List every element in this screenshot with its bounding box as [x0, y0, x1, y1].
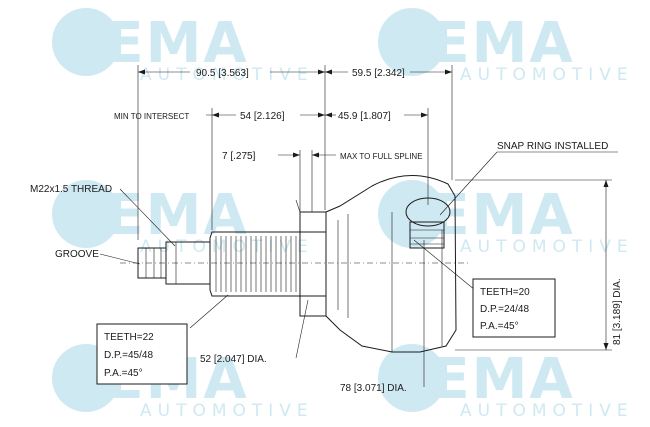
spec-outer-pa: P.A.=45° — [104, 368, 143, 379]
extension-lines — [137, 65, 612, 351]
watermark-sub: AUTOMOTIVE — [460, 401, 634, 421]
watermark-logo-icon — [378, 180, 446, 248]
leader-inner-spec — [413, 239, 476, 291]
ball-cage — [405, 197, 451, 227]
leader-thread — [119, 188, 176, 247]
spec-outer-teeth: TEETH=22 — [104, 332, 154, 343]
watermark-brand: VEMA — [60, 183, 249, 248]
leader-outer-spec — [189, 294, 229, 329]
inner-race — [409, 221, 445, 249]
dim-min-intersect-value: 54 [2.126] — [240, 111, 285, 122]
watermark-top-left: VEMA AUTOMOTIVE — [52, 8, 314, 85]
cv-joint-part — [137, 175, 457, 353]
watermark-logo-icon — [378, 8, 446, 76]
dim-full-spline-label: MAX TO FULL SPLINE — [340, 152, 423, 161]
watermark-mid-right: VEMA AUTOMOTIVE — [378, 180, 634, 257]
dim-min-intersect-label: MIN TO INTERSECT — [114, 112, 189, 121]
spec-box-outer: TEETH=22 D.P.=45/48 P.A.=45° — [96, 323, 188, 385]
watermark-sub: AUTOMOTIVE — [460, 237, 634, 257]
watermark-sub: AUTOMOTIVE — [140, 65, 314, 85]
label-thread: M22x1.5 THREAD — [30, 184, 112, 195]
watermark-logo-icon — [52, 180, 120, 248]
watermark-brand: VEMA — [386, 347, 575, 412]
spec-inner-pa: P.A.=45° — [480, 321, 519, 332]
watermark-logo-icon — [378, 344, 446, 412]
watermark-brand: VEMA — [60, 11, 249, 76]
leader-snap-ring — [439, 151, 498, 216]
dim-outer-dia: 81 [3.189] DIA. — [612, 278, 623, 345]
leader-shaft-dia — [295, 299, 309, 359]
watermark-sub: AUTOMOTIVE — [460, 65, 634, 85]
leader-lines — [99, 151, 618, 387]
spec-box-inner: TEETH=20 D.P.=24/48 P.A.=45° — [472, 278, 556, 338]
dim-overall-left: 90.5 [3.563] — [196, 68, 249, 79]
watermark-brand: VEMA — [386, 11, 575, 76]
spec-outer-dp: D.P.=45/48 — [104, 350, 153, 361]
watermark-sub: AUTOMOTIVE — [140, 401, 314, 421]
spec-inner-dp: D.P.=24/48 — [480, 304, 529, 315]
watermark-bottom-right: VEMA AUTOMOTIVE — [378, 344, 634, 421]
watermark-top-right: VEMA AUTOMOTIVE — [378, 8, 634, 85]
spec-inner-teeth: TEETH=20 — [480, 287, 530, 298]
dim-small-offset: 7 [.275] — [222, 151, 256, 162]
dimension-labels: 90.5 [3.563] 59.5 [2.342] MIN TO INTERSE… — [30, 68, 623, 394]
label-groove: GROOVE — [55, 249, 99, 260]
dim-full-spline-value: 45.9 [1.807] — [338, 111, 391, 122]
label-snap-ring: SNAP RING INSTALLED — [497, 141, 608, 152]
dim-overall-right: 59.5 [2.342] — [352, 68, 405, 79]
spline-hatching — [215, 236, 297, 292]
leader-groove — [99, 253, 141, 265]
shaft-flange — [299, 211, 327, 317]
dim-shaft-dia: 52 [2.047] DIA. — [200, 354, 267, 365]
watermark-logo-icon — [52, 8, 120, 76]
watermark-layer: VEMA AUTOMOTIVE VEMA AUTOMOTIVE VEMA AUT… — [52, 8, 634, 421]
bell-housing — [325, 175, 457, 353]
watermark-brand: VEMA — [386, 183, 575, 248]
dimension-lines — [138, 69, 609, 350]
dim-housing-dia: 78 [3.071] DIA. — [340, 383, 407, 394]
